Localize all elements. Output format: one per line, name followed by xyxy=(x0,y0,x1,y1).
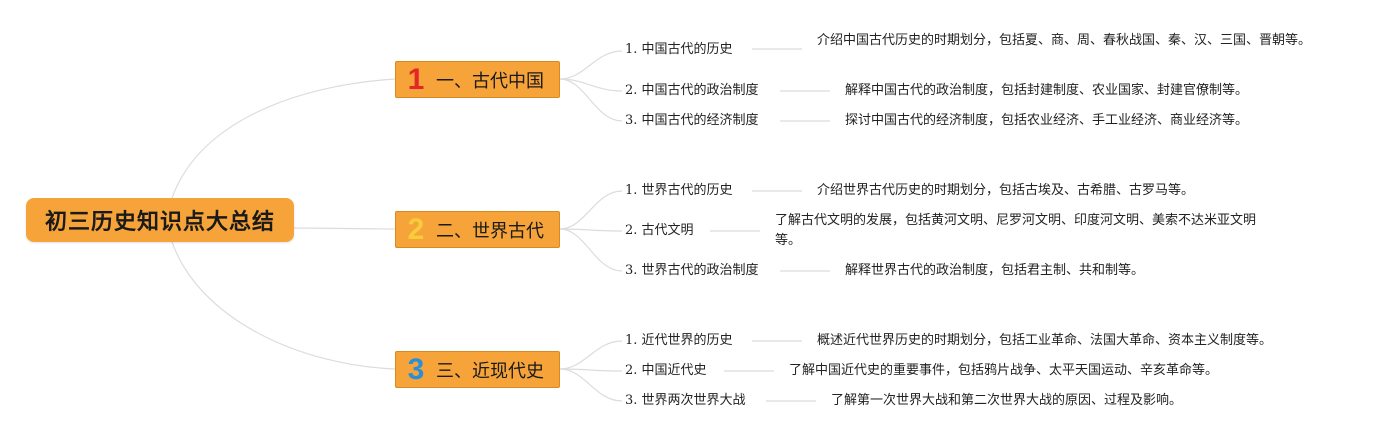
description-3-1: 概述近代世界历史的时期划分，包括工业革命、法国大革命、资本主义制度等。 xyxy=(817,333,1273,348)
branch-modern-history[interactable]: 3 三、近现代史 xyxy=(395,351,560,388)
connector-b1-s3 xyxy=(559,78,623,122)
number-2-icon: 2 xyxy=(407,212,425,246)
connector-b1-s1 xyxy=(559,50,623,80)
branch-label: 二、世界古代 xyxy=(436,220,544,242)
description-2-3: 解释世界古代的政治制度，包括君主制、共和制等。 xyxy=(845,263,1145,278)
subtopic-3-3[interactable]: 3. 世界两次世界大战 xyxy=(625,393,746,408)
branch-label: 一、古代中国 xyxy=(436,70,544,92)
number-3-icon: 3 xyxy=(407,352,425,386)
connector-b2-s1 xyxy=(559,190,623,230)
description-3-2: 了解中国近代史的重要事件，包括鸦片战争、太平天国运动、辛亥革命等。 xyxy=(789,363,1219,378)
description-1-1: 介绍中国古代历史的时期划分，包括夏、商、周、春秋战国、秦、汉、三国、晋朝等。 xyxy=(817,33,1312,48)
branch-ancient-china[interactable]: 1 一、古代中国 xyxy=(395,61,560,98)
description-1-2: 解释中国古代的政治制度，包括封建制度、农业国家、封建官僚制等。 xyxy=(845,83,1249,98)
description-2-2: 了解古代文明的发展，包括黄河文明、尼罗河文明、印度河文明、美索不达米亚文明等。 xyxy=(775,213,1257,248)
subtopic-3-1[interactable]: 1. 近代世界的历史 xyxy=(625,333,733,348)
subtopic-3-2[interactable]: 2. 中国近代史 xyxy=(625,363,707,378)
root-topic-label: 初三历史知识点大总结 xyxy=(44,210,275,235)
connector-b2-s3 xyxy=(559,228,623,272)
branch-label: 三、近现代史 xyxy=(436,360,544,382)
connector-b1-s2 xyxy=(559,78,623,92)
subtopic-2-3[interactable]: 3. 世界古代的政治制度 xyxy=(625,263,759,278)
subtopic-1-2[interactable]: 2. 中国古代的政治制度 xyxy=(625,83,759,98)
connector-root-branch-3 xyxy=(171,241,396,370)
subtopic-2-1[interactable]: 1. 世界古代的历史 xyxy=(625,183,733,198)
subtopic-1-3[interactable]: 3. 中国古代的经济制度 xyxy=(625,113,759,128)
connector-b3-s3 xyxy=(559,368,623,402)
description-2-1: 介绍世界古代历史的时期划分，包括古埃及、古希腊、古罗马等。 xyxy=(817,183,1195,198)
number-1-icon: 1 xyxy=(407,62,425,96)
branch-ancient-world[interactable]: 2 二、世界古代 xyxy=(395,211,560,248)
connector-root-branch-1 xyxy=(171,78,396,199)
description-1-3: 探讨中国古代的经济制度，包括农业经济、手工业经济、商业经济等。 xyxy=(845,113,1249,128)
subtopic-2-2[interactable]: 2. 古代文明 xyxy=(625,223,694,238)
subtopic-1-1[interactable]: 1. 中国古代的历史 xyxy=(625,42,733,57)
connector-b3-s1 xyxy=(559,340,623,370)
root-topic[interactable]: 初三历史知识点大总结 xyxy=(26,198,294,242)
connector-b2-s2 xyxy=(559,228,623,232)
connector-root-branch-2 xyxy=(293,227,396,230)
description-3-3: 了解第一次世界大战和第二次世界大战的原因、过程及影响。 xyxy=(831,393,1183,408)
